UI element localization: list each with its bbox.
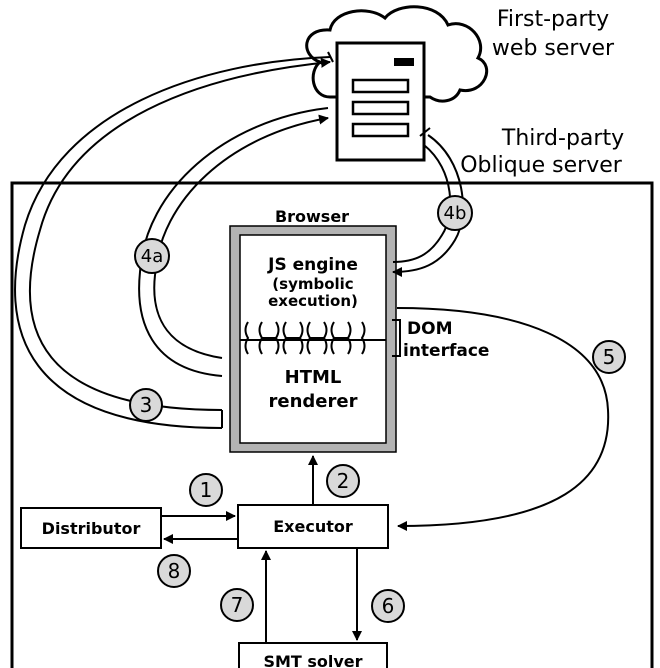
smt-solver-box <box>238 642 388 668</box>
executor-box <box>237 504 389 549</box>
step-circle-3: 3 <box>129 388 163 422</box>
arrow-4b <box>392 127 464 277</box>
js-engine-label-line2: (symbolic <box>272 275 353 293</box>
third-party-label-line1: Third-party <box>501 126 624 151</box>
svg-text:4b: 4b <box>444 203 467 224</box>
dom-interface-pins <box>244 321 366 355</box>
html-renderer-box: HTML renderer <box>269 367 358 412</box>
js-engine-label-line1: JS engine <box>267 255 358 275</box>
html-renderer-label-line1: HTML <box>285 367 342 388</box>
dom-label-line1: DOM <box>407 319 452 339</box>
smt-solver-label: SMT solver <box>263 652 362 668</box>
step-circle-5: 5 <box>592 340 626 374</box>
svg-text:1: 1 <box>200 478 213 502</box>
step-circle-1: 1 <box>189 473 223 507</box>
arrow-5 <box>396 307 610 531</box>
first-party-label-line2: web server <box>492 36 615 61</box>
svg-text:3: 3 <box>140 393 153 417</box>
svg-text:4a: 4a <box>141 246 163 267</box>
dom-interface-bracket <box>392 319 401 357</box>
dom-label-line2: interface <box>403 341 489 361</box>
step-circle-4a: 4a <box>134 238 170 274</box>
step-circle-4b: 4b <box>437 195 473 231</box>
server-icon <box>335 41 426 162</box>
client-machine-frame <box>10 181 654 668</box>
html-renderer-label-line2: renderer <box>269 391 358 412</box>
svg-text:6: 6 <box>382 594 395 618</box>
step-circle-8: 8 <box>157 554 191 588</box>
arrow-3 <box>14 51 334 429</box>
svg-text:5: 5 <box>603 345 616 369</box>
js-engine-box: JS engine (symbolic execution) <box>267 255 358 310</box>
distributor-label: Distributor <box>42 519 141 538</box>
third-party-label-line2: Oblique server <box>460 153 623 178</box>
executor-label: Executor <box>273 517 353 536</box>
step-circle-6: 6 <box>371 589 405 623</box>
svg-text:7: 7 <box>231 593 244 617</box>
distributor-box <box>20 507 162 549</box>
step-circle-2: 2 <box>326 464 360 498</box>
browser-label: Browser <box>275 207 349 226</box>
svg-text:8: 8 <box>168 559 181 583</box>
first-party-label-line1: First-party <box>497 7 609 32</box>
svg-text:2: 2 <box>337 469 350 493</box>
step-circle-7: 7 <box>220 588 254 622</box>
js-engine-label-line3: execution) <box>268 292 358 310</box>
